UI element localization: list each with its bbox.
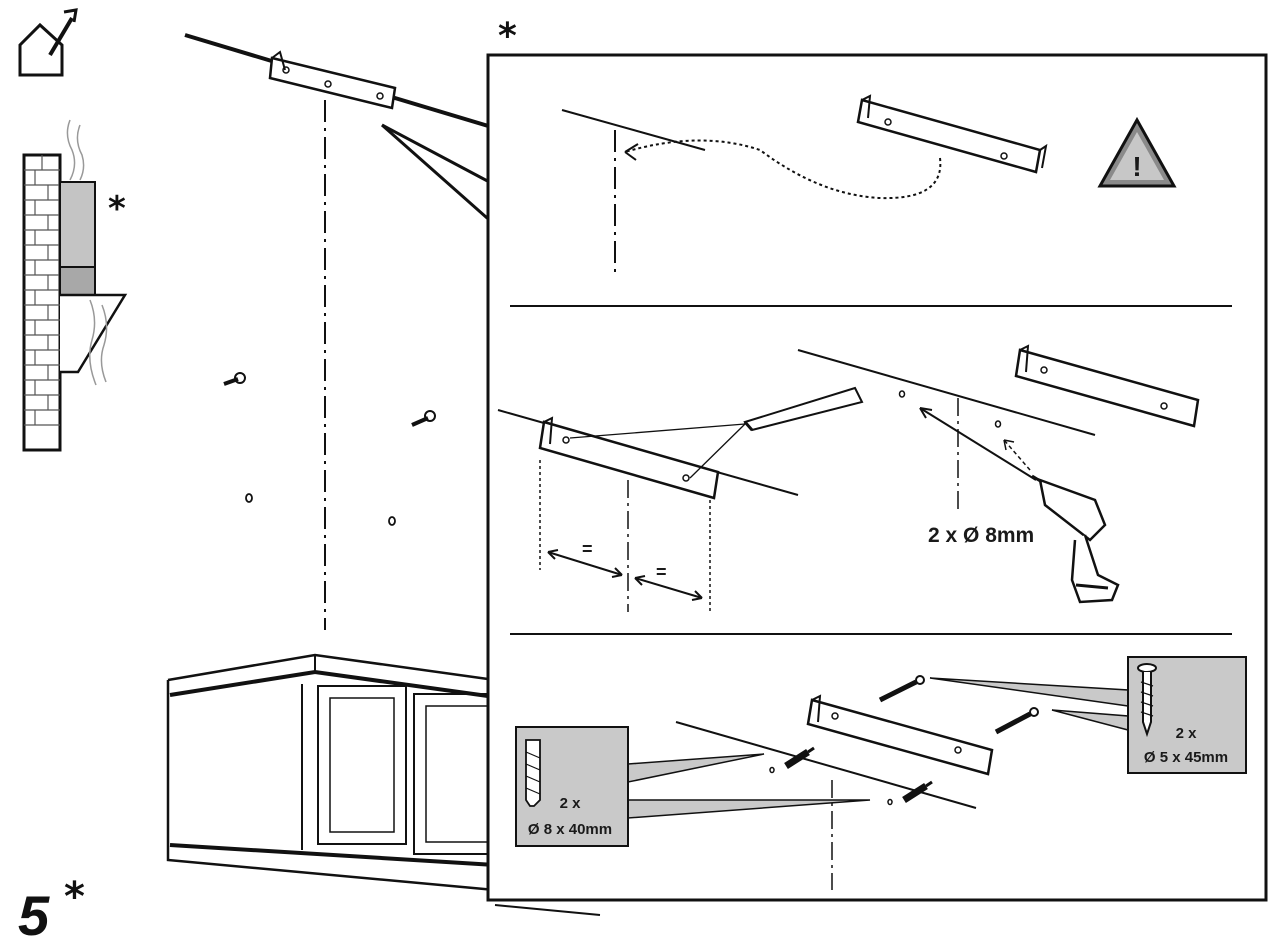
wall-plug-callout [515,726,871,847]
section-fixing [675,675,1039,890]
section-marking [497,344,1200,612]
wall-plug-icon [784,746,815,769]
wall-plug-detail-icon [525,739,541,807]
equal-mark-right: = [656,562,667,582]
screw-size: Ø 5 x 45mm [1144,749,1228,766]
house-with-exhaust-arrow-icon [18,8,78,77]
bracket-icon [538,416,720,500]
wall-plug-size: Ø 8 x 40mm [528,821,612,838]
warning-triangle-icon [1097,116,1177,188]
equal-mark-left: = [582,539,593,559]
screw-callout [929,656,1247,774]
wall-plug-qty: 2 x [560,795,582,812]
panel-asterisk: * [498,16,517,57]
screw-detail-icon [1137,663,1157,738]
warning-glyph: ! [1132,151,1141,182]
drill-label: 2 x Ø 8mm [928,524,1034,547]
bracket-icon [1014,344,1200,428]
screw-icon [878,675,925,703]
drill-icon [1031,474,1120,604]
screw-icon [994,707,1039,735]
step-number: 5 [18,884,50,945]
bracket-icon [856,94,1048,174]
pencil-icon [569,386,864,479]
step-asterisk: * [64,874,85,920]
wall-plug-icon [902,780,933,803]
wall-screw [223,372,246,386]
section-orientation [561,94,1048,275]
wall-screw [411,410,436,427]
hood-side-view [22,119,128,452]
hood-asterisk: * [108,189,126,229]
wall-scene [166,33,601,916]
screw-qty: 2 x [1176,725,1198,742]
bracket-icon [806,694,994,776]
